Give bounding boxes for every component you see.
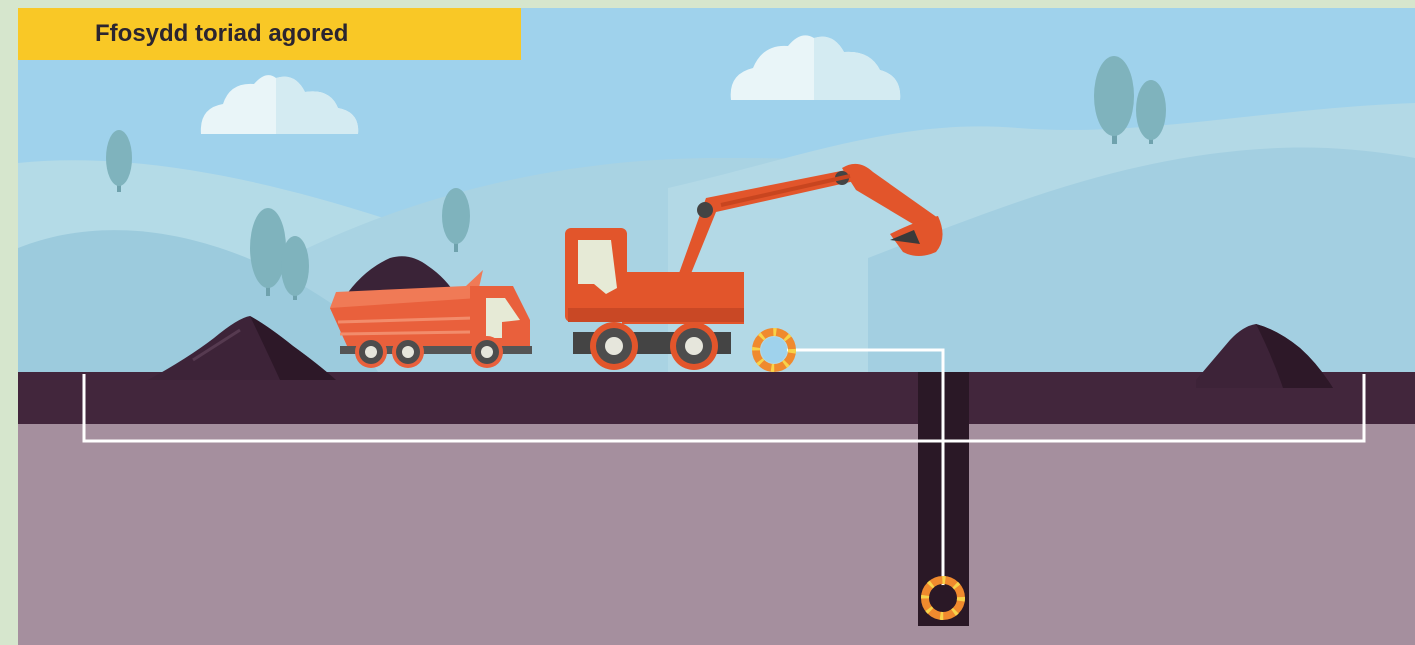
topsoil-layer (18, 372, 1415, 424)
tree-icon (442, 188, 470, 252)
open-cut-trench-illustration (18, 8, 1415, 645)
pipe-path (786, 348, 945, 588)
dump-truck-icon (330, 256, 532, 368)
soil-pile-icon (148, 316, 336, 380)
tree-icon (1094, 56, 1166, 144)
title-banner: Ffosydd toriad agored (18, 8, 521, 60)
cloud-icon (200, 75, 359, 134)
soil-pile-icon (1196, 324, 1333, 388)
tree-icon (250, 208, 309, 300)
pipe-icon (752, 328, 796, 372)
depth-bracket (82, 374, 1366, 443)
tree-icon (106, 130, 132, 192)
pipe-icon (921, 576, 965, 620)
cloud-icon (730, 35, 901, 101)
excavator-icon (565, 163, 943, 370)
diagram-scene: Ffosydd toriad agored (18, 8, 1415, 645)
page-title: Ffosydd toriad agored (95, 20, 349, 47)
subsoil-layer (18, 424, 1415, 645)
